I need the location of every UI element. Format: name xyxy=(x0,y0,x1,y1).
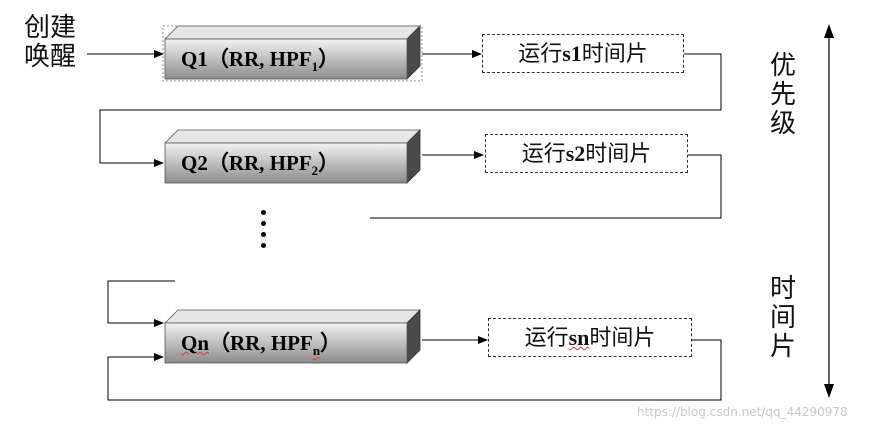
time-slice-box-sn: 运行sn时间片 xyxy=(488,318,692,357)
queue-label-q2: Q2（RR, HPF2） xyxy=(181,143,339,183)
slice-prefix: 运行 xyxy=(524,326,569,351)
route-into-qn xyxy=(107,280,175,327)
time-slice-box-s2: 运行s2时间片 xyxy=(485,134,688,173)
slice-suffix: 时间片 xyxy=(585,142,652,167)
ellipsis-dot xyxy=(261,232,266,237)
priority-axis-top-arrow xyxy=(824,24,834,38)
queue-box-qn xyxy=(164,309,421,364)
queue-label-qn: Qn（RR, HPFn） xyxy=(181,323,341,363)
ellipsis-dot xyxy=(261,210,266,215)
slice-suffix: 时间片 xyxy=(589,326,656,351)
queue-policy: （RR, HPF xyxy=(207,47,312,71)
queue-box-q2 xyxy=(164,129,421,184)
queue-close: ） xyxy=(318,151,340,175)
slice-prefix: 运行 xyxy=(518,42,563,67)
route-s1-to-q2 xyxy=(99,53,722,167)
slice-name: s1 xyxy=(562,41,582,66)
queue-name: Q1 xyxy=(181,47,208,71)
ellipsis-dots xyxy=(259,210,269,254)
ellipsis-dot xyxy=(261,221,266,226)
slice-prefix: 运行 xyxy=(521,142,566,167)
slice-suffix: 时间片 xyxy=(581,42,648,67)
route-sn-loop xyxy=(107,339,722,401)
time-slice-label: 时间片 xyxy=(770,274,797,362)
queue-label-q1: Q1（RR, HPF1） xyxy=(181,39,339,79)
queue-policy: （RR, HPF xyxy=(209,331,313,355)
slice-name: sn xyxy=(568,325,590,350)
queue-subscript: 2 xyxy=(311,163,319,178)
queue-box-q1 xyxy=(162,25,423,82)
priority-axis-bottom-arrow xyxy=(824,384,834,398)
route-s2-down xyxy=(370,154,722,219)
queue-name: Q2 xyxy=(181,151,208,175)
time-slice-box-s1: 运行s1时间片 xyxy=(482,34,684,73)
slice-name: s2 xyxy=(565,141,586,166)
queue-close: ） xyxy=(320,331,342,355)
ellipsis-dot xyxy=(261,243,266,248)
watermark-text: https://blog.csdn.net/qq_44290978 xyxy=(637,405,848,419)
queue-subscript: 1 xyxy=(311,59,319,74)
queue-subscript: n xyxy=(312,343,321,358)
priority-label: 优先级 xyxy=(770,51,797,139)
queue-name: Qn xyxy=(181,331,210,355)
create-wake-label: 创建唤醒 xyxy=(23,13,76,72)
queue-close: ） xyxy=(318,47,340,71)
queue-policy: （RR, HPF xyxy=(207,151,312,175)
